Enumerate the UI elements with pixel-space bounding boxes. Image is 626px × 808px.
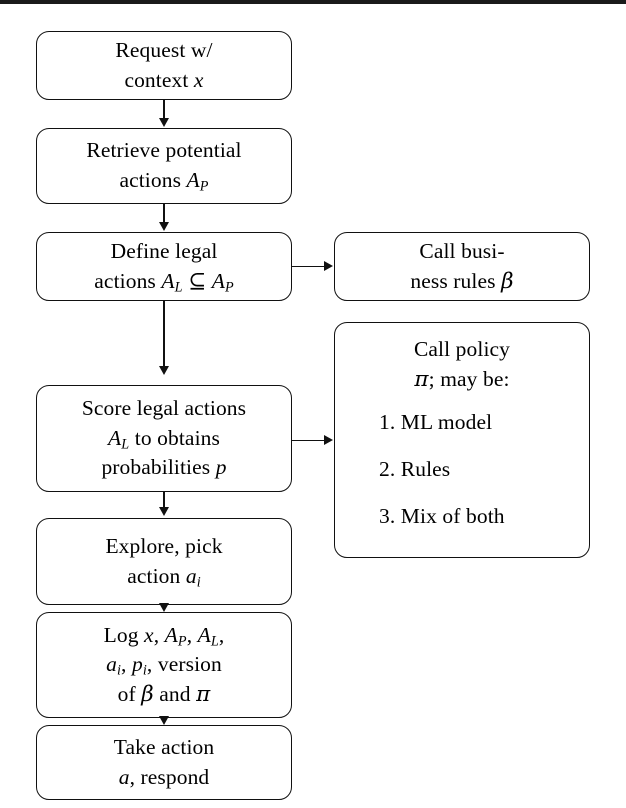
node-explore-var-a: a [185,563,197,588]
node-take-var-a: a [118,764,130,789]
node-request-var-x: x [193,67,204,92]
node-call-business-rules: Call busi- ness rules β [334,232,590,301]
node-log-of-text: of [117,681,136,706]
node-request-line1: Request w/ [115,37,213,62]
node-explore-pick-action: Explore, pick action ai [36,518,292,605]
edge-score-policy-line [292,439,324,442]
node-log-sub-i2: i [142,662,147,679]
node-log-var-p: p [132,652,143,677]
node-explore-line2: action ai [127,562,201,592]
edge-score-explore-arrowhead [158,507,169,516]
edge-score-policy-arrowhead [324,435,333,445]
node-request: Request w/ context x [36,31,292,100]
node-explore-line2-text: action [127,563,181,588]
node-define-var-AP: A [211,268,225,293]
node-business-var-beta: β [501,268,514,294]
node-request-line2-text: context [124,67,189,92]
edge-define-score-arrowhead [158,366,169,375]
node-log-var-x: x [144,622,154,647]
node-log-version-text: , version [146,652,222,677]
edge-request-retrieve-arrowhead [158,118,169,127]
node-score-line3: probabilities p [101,453,226,483]
node-define-line2: actions AL ⊆ AP [94,267,233,297]
node-log-var-beta: β [141,681,154,707]
node-log-sub-P: P [177,633,187,650]
node-log-comma2: , [186,622,193,647]
node-policy-var-pi: π [414,366,429,392]
edge-define-business-arrowhead [324,261,333,271]
node-log-sub-i1: i [116,662,122,679]
node-explore-line1: Explore, pick [105,533,223,558]
node-log-and-text: and [159,681,191,706]
policy-option-1: 1. ML model [379,410,493,435]
node-retrieve-line2: actions AP [119,166,208,196]
policy-option-2: 2. Rules [379,456,451,481]
node-retrieve-var-A: A [186,168,200,192]
node-log-var-AL: A [197,622,211,647]
page-top-rule [0,0,626,4]
node-log-var-AP: A [164,622,178,647]
node-business-line1: Call busi- [419,238,505,263]
node-policy-head2-text: ; may be: [428,366,510,391]
node-log-label: Log [103,622,139,647]
node-take-action: Take action a, respond [36,725,292,800]
node-take-line2-text: , respond [129,764,210,789]
node-log-line3: of β and π [118,680,211,710]
node-log-comma3: , [218,622,225,647]
node-policy-head2: π; may be: [335,365,589,395]
edge-request-retrieve-line [163,100,165,119]
node-define-legal-actions: Define legal actions AL ⊆ AP [36,232,292,301]
node-score-line2: AL to obtains [108,424,220,454]
node-policy-options-list: 1. ML model 2. Rules 3. Mix of both [335,408,589,531]
node-log-line2: ai, pi, version [106,650,222,680]
node-define-var-AL: A [161,268,175,293]
node-business-line2-text: ness rules [410,268,496,293]
node-take-line1: Take action [113,734,215,759]
node-business-line2: ness rules β [410,267,513,297]
edge-retrieve-define-line [163,204,165,223]
node-explore-sub-i: i [196,574,201,591]
node-retrieve-line1: Retrieve potential [86,138,242,163]
node-retrieve-potential-actions: Retrieve potential actions AP [36,128,292,204]
policy-option-3: 3. Mix of both [379,503,505,528]
edge-retrieve-define-arrowhead [158,222,169,231]
node-request-line2: context x [124,66,203,96]
subset-operator-icon: ⊆ [188,268,207,293]
node-log-comma4: , [121,652,127,677]
edge-explore-log-arrowhead [158,603,169,612]
node-score-var-p: p [215,455,227,480]
node-log-sub-L: L [210,633,219,650]
node-log-var-pi: π [196,681,211,707]
node-log: Log x, AP, AL, ai, pi, version of β and … [36,612,292,718]
edge-define-score-line [163,301,165,367]
node-log-line1: Log x, AP, AL, [104,621,225,651]
node-retrieve-line2-text: actions [119,168,182,192]
node-score-sub-L: L [121,436,130,453]
edge-log-take-arrowhead [158,716,169,725]
node-score-line1: Score legal actions [81,396,247,421]
node-take-line2: a, respond [119,763,210,793]
node-log-var-a: a [106,652,117,677]
node-define-line2-text: actions [94,268,156,293]
node-score-line3-text: probabilities [101,455,211,480]
node-retrieve-sub-P: P [199,178,209,195]
node-score-legal-actions: Score legal actions AL to obtains probab… [36,385,292,492]
node-score-line2-text: to obtains [134,425,220,450]
node-score-var-A: A [108,425,122,450]
edge-score-explore-line [163,492,165,508]
edge-define-business-line [292,265,324,268]
node-policy-head1: Call policy [413,337,511,361]
node-define-sub-P: P [224,279,234,296]
node-define-sub-L: L [174,279,183,296]
node-define-line1: Define legal [110,238,218,263]
node-call-policy: Call policy π; may be: 1. ML model 2. Ru… [334,322,590,558]
node-log-comma1: , [153,622,160,647]
